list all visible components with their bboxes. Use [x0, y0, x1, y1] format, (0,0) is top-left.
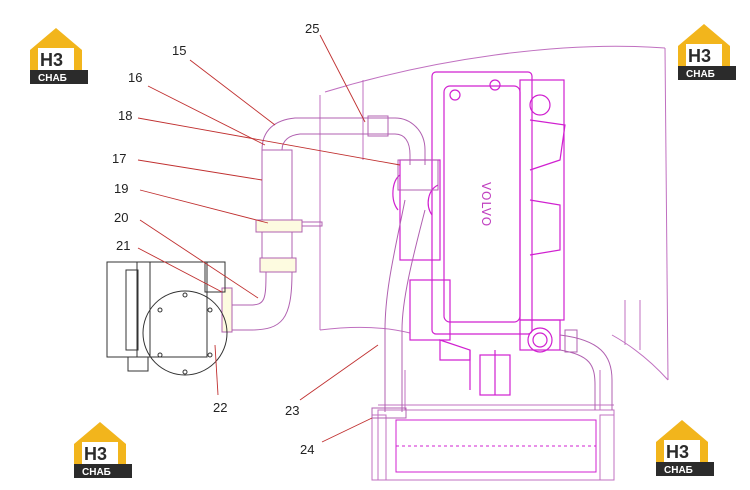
leader-24	[321, 417, 373, 443]
logo-letters: Н3	[40, 50, 63, 70]
logo-letters: Н3	[84, 444, 107, 464]
callout-24: 24	[300, 442, 314, 457]
leader-25	[319, 34, 366, 123]
logo-bottom-right: Н3 СНАБ	[656, 420, 714, 476]
machine-body-outline	[319, 45, 669, 381]
leader-16	[147, 85, 266, 146]
callout-22: 22	[213, 400, 227, 415]
callout-18: 18	[118, 108, 132, 123]
callout-21: 21	[116, 238, 130, 253]
logo-top-left: Н3 СНАБ	[30, 28, 88, 84]
logo-caption: СНАБ	[82, 467, 111, 478]
leader-21	[137, 247, 223, 293]
callout-15: 15	[172, 43, 186, 58]
logo-caption: СНАБ	[38, 73, 67, 84]
logo-letters: Н3	[688, 46, 711, 66]
callout-25: 25	[305, 21, 319, 36]
callout-17: 17	[112, 151, 126, 166]
leader-22	[214, 344, 219, 396]
leader-17	[137, 159, 263, 181]
leader-18	[137, 117, 401, 166]
callout-16: 16	[128, 70, 142, 85]
logo-bottom-left: Н3 СНАБ	[74, 422, 132, 478]
intake-pipes	[221, 115, 613, 419]
radiator-frame	[371, 370, 615, 481]
leader-15	[189, 59, 276, 126]
leader-20	[139, 219, 259, 299]
logo-caption: СНАБ	[664, 465, 693, 476]
callout-19: 19	[114, 181, 128, 196]
logo-top-right: Н3 СНАБ	[678, 24, 736, 80]
callouts: 15 16 18 17 19 20 21 22 23 24 25	[112, 21, 319, 457]
air-filter	[106, 261, 228, 376]
engine-brand-text: VOLVO	[479, 182, 493, 227]
leader-lines	[137, 34, 401, 443]
callout-23: 23	[285, 403, 299, 418]
logo-caption: СНАБ	[686, 69, 715, 80]
leader-23	[299, 344, 379, 401]
logo-letters: Н3	[666, 442, 689, 462]
leader-19	[139, 189, 269, 224]
callout-20: 20	[114, 210, 128, 225]
